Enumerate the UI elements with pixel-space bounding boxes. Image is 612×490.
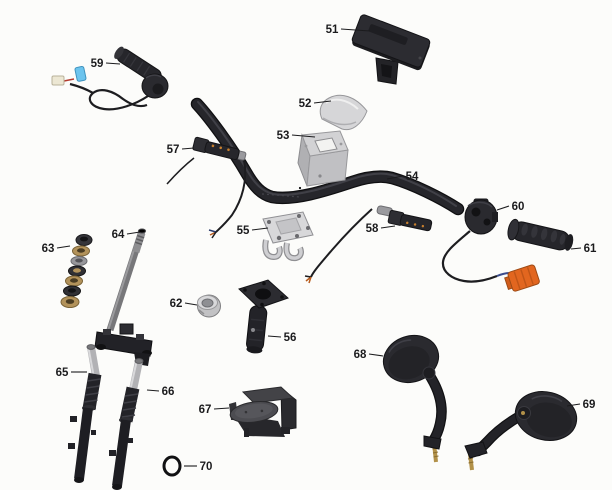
part-53-handlebar-rear-cover xyxy=(297,130,349,187)
part-51-instrument-panel xyxy=(351,14,431,85)
part-label-62: 62 xyxy=(170,298,183,310)
part-68-rear-mirror-left xyxy=(382,334,447,463)
part-64-steering-stem xyxy=(94,228,153,366)
part-label-61: 61 xyxy=(584,243,597,255)
part-label-57: 57 xyxy=(167,144,180,156)
part-label-56: 56 xyxy=(284,332,297,344)
part-label-66: 66 xyxy=(162,386,175,398)
part-61-right-grip xyxy=(507,218,574,251)
part-label-59: 59 xyxy=(91,58,104,70)
part-label-55: 55 xyxy=(237,225,250,237)
part-65-front-fork-left xyxy=(68,344,102,483)
part-label-54: 54 xyxy=(406,171,419,183)
part-62-bushing xyxy=(197,294,221,318)
part-69-rear-mirror-right xyxy=(464,391,578,471)
part-58-front-turn-signal-right xyxy=(304,205,433,284)
part-label-58: 58 xyxy=(366,223,379,235)
part-label-63: 63 xyxy=(42,243,55,255)
part-label-67: 67 xyxy=(199,404,212,416)
part-59-left-grip-switch xyxy=(51,46,169,111)
part-label-68: 68 xyxy=(354,349,367,361)
part-57-front-turn-signal-left xyxy=(166,136,247,239)
part-55-bracket xyxy=(262,211,314,262)
part-label-70: 70 xyxy=(200,461,213,473)
part-label-65: 65 xyxy=(56,367,69,379)
part-label-53: 53 xyxy=(277,130,290,142)
part-52-handlebar-upper-cover xyxy=(319,94,368,131)
part-label-64: 64 xyxy=(112,229,125,241)
part-63-steering-bearing-set xyxy=(60,234,93,308)
part-label-69: 69 xyxy=(583,399,596,411)
part-label-60: 60 xyxy=(512,201,525,213)
part-70-o-ring xyxy=(162,455,182,477)
part-label-52: 52 xyxy=(299,98,312,110)
part-56-handlebar-riser xyxy=(238,279,289,354)
part-label-51: 51 xyxy=(326,24,339,36)
callout-labels: 51 52 53 54 55 56 57 58 59 60 61 62 63 6… xyxy=(42,24,597,473)
part-60-throttle-housing xyxy=(441,198,540,292)
part-66-front-fork-right xyxy=(109,358,144,490)
part-67-cover xyxy=(229,386,297,437)
callout-lines xyxy=(56,28,582,467)
